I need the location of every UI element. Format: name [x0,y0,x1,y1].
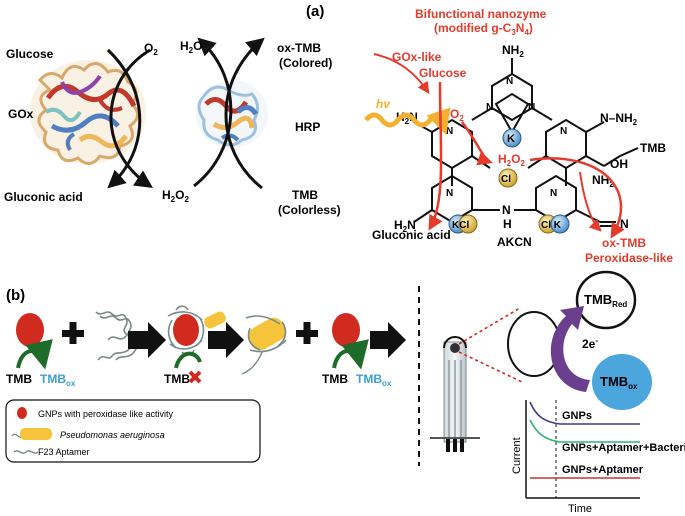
arc-glucose-to-gluconic [106,48,142,189]
plot-xlabel: Time [568,503,592,515]
label-colorless: (Colorless) [278,203,341,217]
gnp-step-3: TMB TMBox [322,313,392,388]
electrode-strip [430,336,480,452]
label-nh2-right: NH2 [592,173,614,189]
label-peroxidase: Peroxidase-like [585,251,673,265]
big-arrow-3 [370,322,406,358]
kcl-ion-pair: KCl [448,214,478,234]
ring-n-5: N [560,126,567,137]
label-oh: OH [610,157,628,171]
label-o2-left: O2 [144,41,158,57]
red-arrow-goxlike [373,53,430,94]
arc-o2-to-h2o2 [109,48,153,188]
svg-text:TMBox: TMBox [40,372,76,388]
curve-gnps-aptamer-bacteria [529,419,640,443]
label-nh2-top: NH2 [502,43,524,59]
cl-ion-middle: Cl [498,168,518,188]
big-arrow-2 [208,322,244,358]
label-2e: 2e- [582,336,598,351]
label-oxtmb-right: ox-TMB [602,236,646,250]
label-hv: hv [376,97,391,111]
label-colored: (Colored) [279,56,332,70]
electron-transfer-arrow [550,306,590,392]
clk-ion-pair: Cl K [538,214,570,234]
ring-n-6: N [446,188,453,199]
label-nh-nh2: N–NH2 [600,111,638,127]
legend-box: GNPs with peroxidase like activity Pseud… [5,399,261,463]
k-ion-top: K [502,128,522,148]
label-h2n-bottom: H2N [394,218,416,234]
plus-icon-1 [62,322,84,344]
red-arrow-h2o2-to-oxtmb [529,157,625,239]
label-h2o2-left: H2O2 [162,188,189,204]
label-o2-right: O2 [450,107,464,123]
label-oxtmb-left: ox-TMB [277,41,321,55]
plot-label-gnps-apt-bact: GNPs+Aptamer+Bacteria [562,442,685,454]
label-h2o2-right: H2O2 [498,152,525,168]
svg-text:K: K [507,133,515,145]
legend-aptamer: F23 Aptamer [38,447,90,457]
curve-gnps [529,401,640,425]
red-arrow-glucose-to-gluconic [428,81,443,231]
aptamer-coil [95,311,138,361]
svg-text:TMB: TMB [164,372,190,386]
label-hrp: HRP [295,120,320,134]
svg-text:TMBRed: TMBRed [584,292,627,309]
label-glucose-left: Glucose [6,47,54,61]
nanozyme-title-1: Bifunctional nanozyme [415,7,547,21]
label-tmb-left: TMB [292,188,318,202]
panel-a-label: (a) [306,3,324,20]
tmb-bond [619,147,639,157]
ring-n-2: N [486,102,493,113]
label-goxlike: GOx-like [392,50,442,64]
plot-label-gnps: GNPs [562,410,592,422]
svg-text:TMBox: TMBox [600,374,638,391]
label-h2o: H2O [180,39,202,55]
label-h-bridge: H [503,217,512,231]
panel-b-label: (b) [6,287,25,304]
plot-label-gnps-apt: GNPs+Aptamer [562,464,644,476]
svg-text:KCl: KCl [452,220,469,231]
arc-h2o2-to-h2o [193,37,233,188]
tmbred-circle: TMBRed [575,270,637,330]
svg-text:Cl K: Cl K [541,220,562,231]
label-glucose-right: Glucose [419,66,467,80]
nanozyme-title-2: (modified g-C3N4) [434,21,533,37]
legend-pseudomonas: Pseudomonas aeruginosa [60,430,165,440]
label-gluconic-left: Gluconic acid [4,190,83,204]
plus-icon-2 [296,322,318,344]
ring-n-7: N [550,188,557,199]
ring-n-3: N [528,102,535,113]
svg-text:Cl: Cl [501,174,511,185]
plot-ylabel: Current [511,437,523,474]
label-tmb-right: TMB [640,141,666,155]
gnp-step-1: TMB TMBox [6,313,76,388]
ring-n-4: N [446,126,453,137]
tmbox-circle: TMBox [592,354,652,410]
svg-text:TMBox: TMBox [356,372,392,388]
gnp-aptamer-complex: TMB [164,305,205,386]
red-arrow-o2-to-h2o2 [461,121,493,166]
label-akcn: AKCN [497,235,532,249]
label-gluconic-right: Gluconic acid [372,228,451,242]
svg-text:TMB: TMB [322,372,348,386]
svg-text:TMB: TMB [6,372,32,386]
label-cn: N [620,217,629,231]
label-n-bridge: N [502,203,511,217]
cross-mark-icon [188,370,202,384]
legend-gnps: GNPs with peroxidase like activity [38,409,174,419]
red-arrow-peroxidase [579,171,602,232]
bacterium-icon [204,311,287,375]
arc-tmb-to-oxtmb [224,37,265,190]
label-gox: GOx [8,107,34,121]
ring-n-1: N [506,76,513,87]
big-arrow-1 [128,322,166,358]
light-wave-arrow [364,107,451,136]
current-time-plot: GNPs GNPs+Aptamer+Bacteria GNPs+Aptamer … [511,400,685,515]
